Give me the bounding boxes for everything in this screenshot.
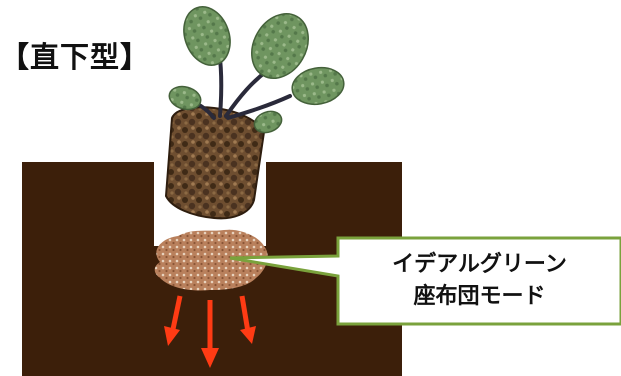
callout-line-1: イデアルグリーン: [392, 252, 567, 277]
callout-box: [229, 236, 621, 326]
callout-label: イデアルグリーン 座布団モード: [338, 238, 621, 324]
callout-line-2: 座布団モード: [413, 284, 546, 309]
plant-seedling-icon: [164, 6, 345, 220]
cushion-pad: [154, 229, 268, 291]
down-arrow-icon: [164, 295, 256, 368]
diagram-title: 【直下型】: [0, 40, 151, 74]
